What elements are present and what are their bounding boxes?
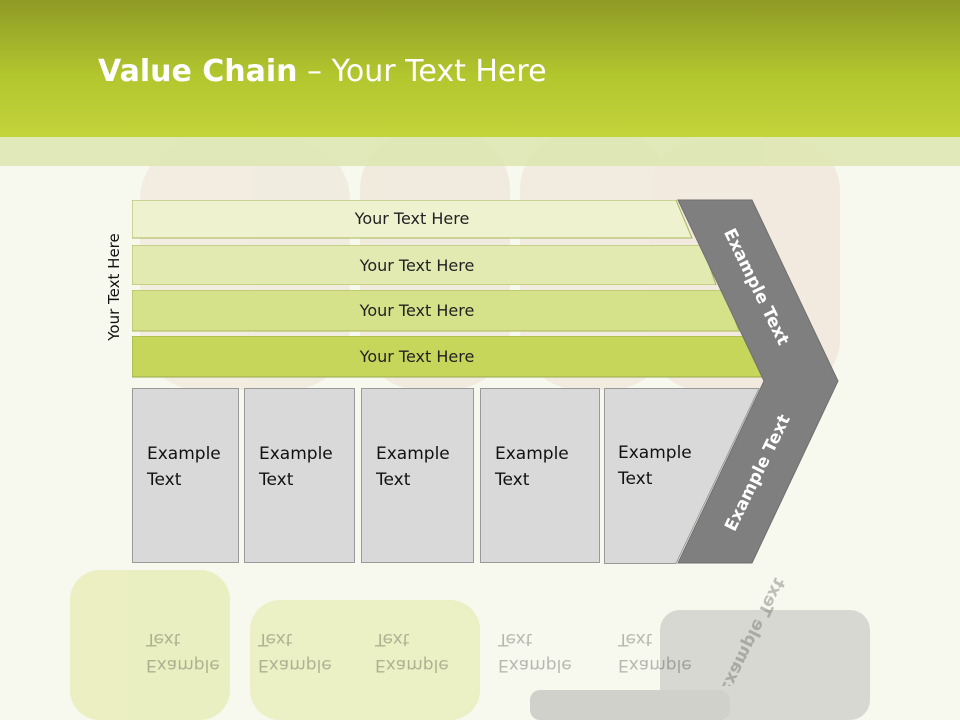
column-5-shape: [604, 388, 760, 564]
column-1-line2: Text: [147, 470, 182, 490]
column-1-reflection-line1: Example: [146, 655, 220, 675]
column-1-reflection: Example Text: [132, 566, 239, 686]
row-3-label: Your Text Here: [359, 301, 475, 320]
column-3-line1: Example: [376, 444, 450, 464]
column-4: Example Text: [480, 388, 600, 563]
column-3-line2: Text: [376, 470, 411, 490]
column-5-reflection-line2: Text: [618, 629, 653, 649]
column-2-line2: Text: [259, 470, 294, 490]
column-1-line1: Example: [147, 444, 221, 464]
row-1-label: Your Text Here: [354, 209, 470, 228]
column-2-line1: Example: [259, 444, 333, 464]
slide-title: Value Chain – Your Text Here: [98, 54, 547, 89]
column-4-line1: Example: [495, 444, 569, 464]
column-3-reflection-line2: Text: [375, 629, 410, 649]
column-2-reflection-line1: Example: [258, 655, 332, 675]
title-bold: Value Chain: [98, 54, 298, 89]
column-4-reflection-line1: Example: [498, 655, 572, 675]
row-4-label: Your Text Here: [359, 347, 475, 366]
column-4-line2: Text: [495, 470, 530, 490]
header-bar: [0, 0, 960, 137]
column-3: Example Text: [361, 388, 474, 563]
row-2-label: Your Text Here: [359, 256, 475, 275]
column-4-reflection: Example Text: [480, 566, 600, 686]
column-4-reflection-line2: Text: [498, 629, 533, 649]
column-2-reflection: Example Text: [244, 566, 355, 686]
column-5: Example Text: [604, 388, 714, 563]
column-2: Example Text: [244, 388, 355, 563]
column-5-line2: Text: [618, 469, 653, 489]
title-rest: – Your Text Here: [297, 54, 547, 89]
row-2-shape: [132, 245, 717, 285]
column-3-reflection-line1: Example: [375, 655, 449, 675]
arrow-reflection-text: Example Text: [715, 574, 789, 686]
row-3-shape: [132, 290, 740, 332]
column-3-reflection: Example Text: [361, 566, 474, 686]
column-5-reflection-line1: Example: [618, 655, 692, 675]
header-strip: [0, 137, 960, 166]
arrow-reflection: Example Text: [690, 566, 810, 686]
column-5-line1: Example: [618, 443, 692, 463]
column-2-reflection-line2: Text: [258, 629, 293, 649]
column-1: Example Text: [132, 388, 239, 563]
row-1-shape: [132, 200, 693, 239]
column-1-reflection-line2: Text: [146, 629, 181, 649]
